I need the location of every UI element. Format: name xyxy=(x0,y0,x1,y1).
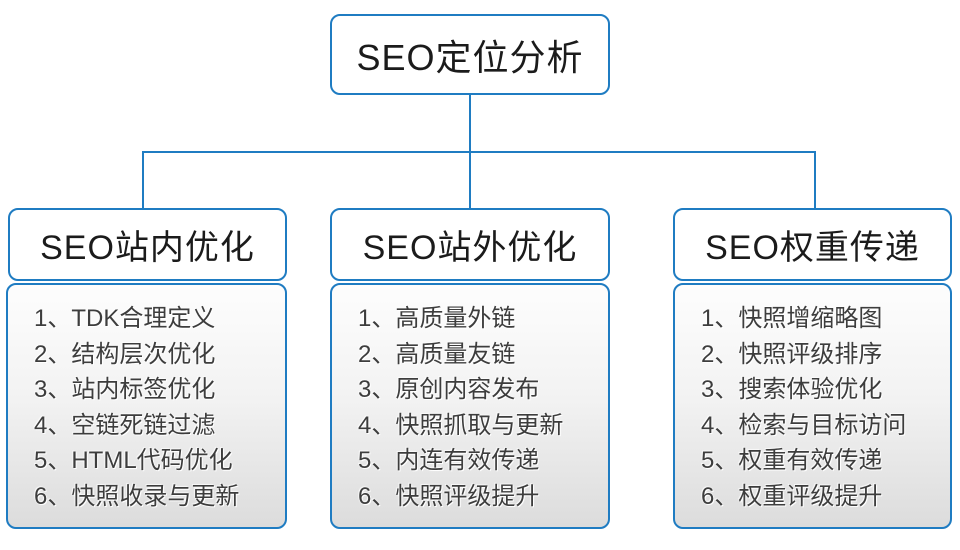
connector-line xyxy=(814,151,816,208)
list-box-weight: 1、快照增缩略图 2、快照评级排序 3、搜索体验优化 4、检索与目标访问 5、权… xyxy=(673,283,952,529)
connector-line xyxy=(142,151,144,208)
connector-line xyxy=(469,95,471,153)
list-item: 6、快照收录与更新 xyxy=(34,482,240,510)
list-item: 3、站内标签优化 xyxy=(34,376,216,403)
list-item: 5、内连有效传递 xyxy=(358,447,540,474)
list-box-onsite: 1、TDK合理定义 2、结构层次优化 3、站内标签优化 4、空链死链过滤 5、H… xyxy=(6,283,287,529)
list-item: 2、快照评级排序 xyxy=(701,340,883,368)
header-node-offsite: SEO站外优化 xyxy=(330,208,610,281)
header-title: SEO站外优化 xyxy=(362,229,578,267)
list-item: 2、结构层次优化 xyxy=(34,340,216,368)
header-node-weight: SEO权重传递 xyxy=(673,208,952,281)
list-item: 6、权重评级提升 xyxy=(701,482,883,510)
list-item: 1、TDK合理定义 xyxy=(34,305,216,332)
list-item: 1、快照增缩略图 xyxy=(701,305,883,332)
list-item: 5、权重有效传递 xyxy=(701,447,883,474)
header-title: SEO权重传递 xyxy=(705,229,920,267)
list-item: 4、空链死链过滤 xyxy=(34,411,216,439)
header-title: SEO站内优化 xyxy=(40,229,255,267)
list-item: 1、高质量外链 xyxy=(358,305,516,332)
list-item: 4、检索与目标访问 xyxy=(701,411,907,439)
list-item: 2、高质量友链 xyxy=(358,340,516,368)
root-node-title: SEO定位分析 xyxy=(356,36,584,78)
list-item: 5、HTML代码优化 xyxy=(34,447,233,474)
connector-line xyxy=(142,151,816,153)
root-node-seo-positioning: SEO定位分析 xyxy=(330,14,610,95)
list-item: 4、快照抓取与更新 xyxy=(358,411,564,439)
list-box-offsite: 1、高质量外链 2、高质量友链 3、原创内容发布 4、快照抓取与更新 5、内连有… xyxy=(330,283,610,529)
list-item: 6、快照评级提升 xyxy=(358,482,540,510)
connector-line xyxy=(469,151,471,208)
list-item: 3、原创内容发布 xyxy=(358,376,540,403)
header-node-onsite: SEO站内优化 xyxy=(8,208,287,281)
list-item: 3、搜索体验优化 xyxy=(701,376,883,403)
